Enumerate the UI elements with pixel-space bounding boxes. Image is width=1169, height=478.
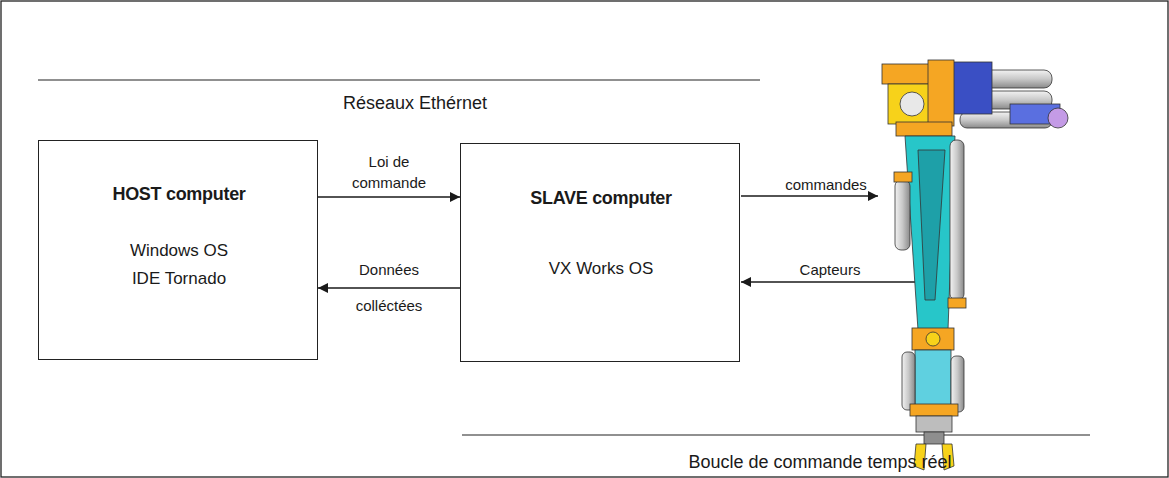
slave-computer-box: SLAVE computer VX Works OS [460,143,740,362]
loop-rule [462,434,1090,435]
box-heading: HOST computer [112,184,245,205]
data-link-arrow [318,196,460,197]
arrow-label: Données colléctées [343,252,435,324]
network-rule [38,79,760,80]
os-name: Windows OS [130,241,228,261]
robot-arm [882,60,1068,470]
command-arrow [741,195,878,196]
arrow-label: Loi de commande [343,151,435,193]
host-computer-box: HOST computerWindows OS IDE Tornado [38,140,318,360]
ide-name: IDE Tornado [132,269,226,289]
signal-label: Capteurs [800,261,861,278]
sensor-arrow [741,281,915,282]
box-heading: SLAVE computer [530,188,672,209]
data-link-arrow [318,287,460,288]
signal-label: commandes [785,176,867,193]
os-name: VX Works OS [549,259,654,279]
network-label: Réseaux Ethérnet [343,93,487,114]
loop-label: Boucle de commande temps réel [688,452,951,473]
